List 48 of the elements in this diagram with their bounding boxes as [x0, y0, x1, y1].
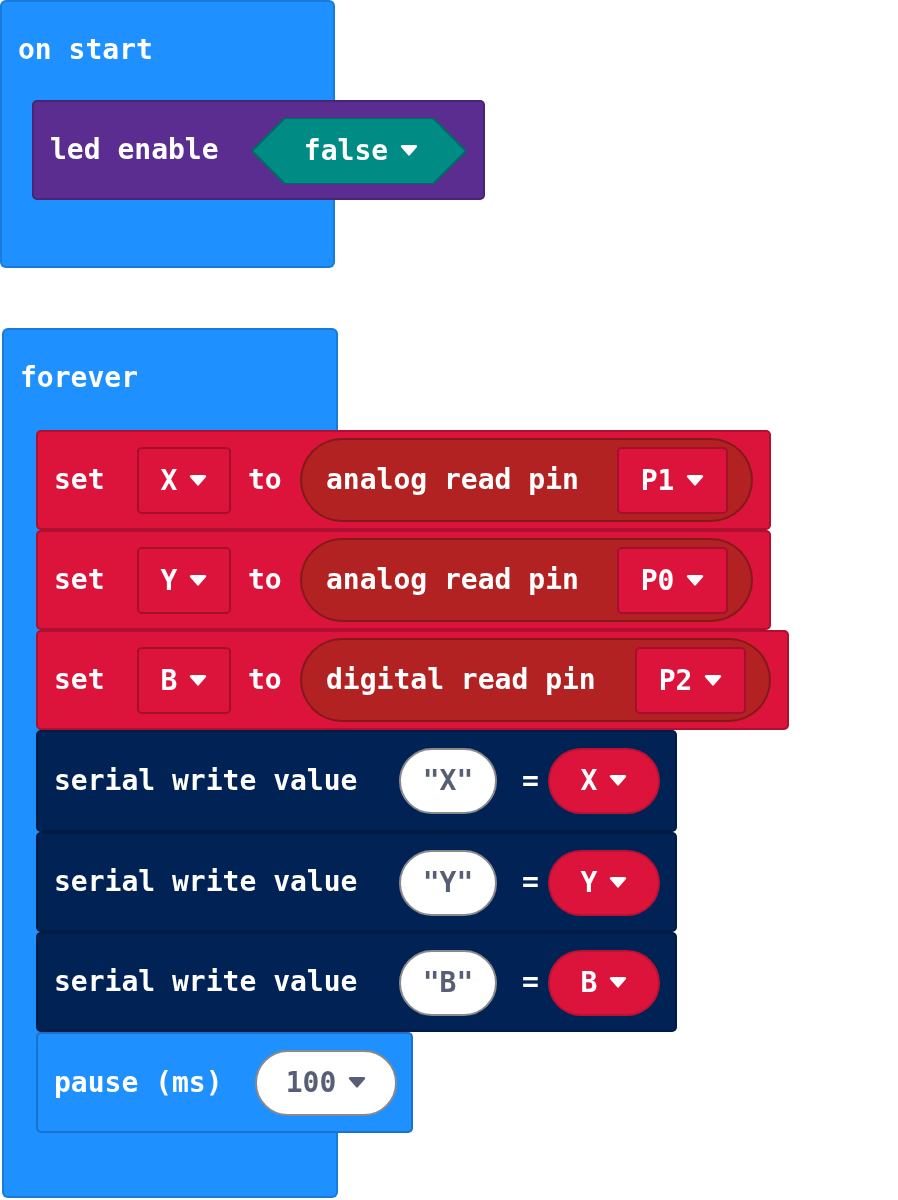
block-label: set	[54, 566, 105, 594]
block-label: serial write value	[54, 767, 358, 795]
block-label: =	[522, 968, 539, 996]
field-value: X	[160, 466, 178, 495]
dropdown-field	[137, 447, 231, 514]
statement-block	[32, 100, 485, 200]
field-value: 100	[285, 1069, 337, 1097]
field-value: "X"	[422, 767, 474, 795]
block-label: serial write value	[54, 968, 358, 996]
block-label: set	[54, 666, 105, 694]
dropdown-field	[617, 547, 728, 614]
block-label: led enable	[50, 136, 219, 164]
dropdown-field	[635, 647, 746, 714]
field-value: "Y"	[422, 869, 474, 897]
block-label: digital read pin	[326, 666, 596, 694]
block-label: to	[248, 566, 282, 594]
statement-block	[36, 630, 789, 730]
dropdown-field	[617, 447, 728, 514]
field-value: X	[580, 767, 598, 795]
field-value: "B"	[422, 969, 474, 997]
statement-block	[36, 1032, 413, 1133]
block-label: =	[522, 868, 539, 896]
block-label: to	[248, 666, 282, 694]
block-label: on start	[18, 36, 153, 64]
field-value: B	[580, 969, 598, 997]
field-value: P2	[658, 666, 693, 695]
field-value: P0	[640, 566, 675, 595]
field-value: P1	[640, 466, 675, 495]
dropdown-field	[137, 547, 231, 614]
field-value: B	[160, 666, 178, 695]
block-label: pause (ms)	[54, 1068, 223, 1097]
statement-block	[36, 530, 771, 630]
field-value: Y	[580, 869, 598, 897]
block-label: =	[522, 767, 539, 795]
field-value: false	[303, 137, 389, 165]
block-label: analog read pin	[326, 566, 579, 594]
boolean-dropdown	[252, 118, 466, 184]
dropdown-field	[137, 647, 231, 714]
block-label: forever	[20, 364, 138, 392]
statement-block	[36, 430, 771, 530]
field-value: Y	[160, 566, 178, 595]
statement-block	[36, 932, 677, 1032]
statement-block	[36, 730, 677, 832]
statement-block	[36, 832, 677, 932]
block-label: serial write value	[54, 868, 358, 896]
block-label: analog read pin	[326, 466, 579, 494]
block-label: set	[54, 466, 105, 494]
block-label: to	[248, 466, 282, 494]
